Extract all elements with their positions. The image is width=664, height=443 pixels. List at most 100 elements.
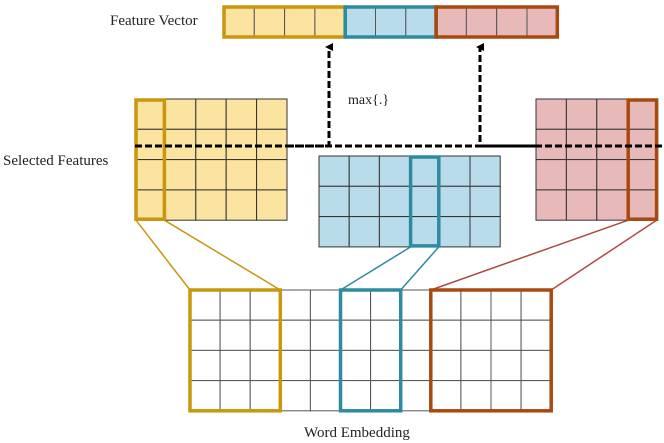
selected-features-label: Selected Features	[3, 153, 109, 169]
feature-map-cell	[596, 128, 628, 161]
word-embedding-cell	[430, 380, 462, 412]
feature-vector-cell	[284, 6, 316, 38]
max-operation-label: max{.}	[348, 93, 389, 108]
connector-lines	[135, 219, 658, 291]
feature-map-cell	[626, 98, 659, 130]
feature-vector-cell	[526, 6, 558, 38]
feature-map-cell	[565, 98, 598, 130]
feature-map-red	[535, 98, 659, 221]
word-embedding-cell	[520, 380, 552, 412]
feature-map-cell	[318, 155, 350, 187]
feature-vector-segment-red	[434, 5, 560, 39]
connector-line-left-red	[430, 219, 629, 291]
word-embedding-cell	[309, 319, 341, 351]
word-embedding-cell	[370, 289, 402, 321]
feature-map-cell	[164, 98, 197, 130]
feature-map-yellow	[134, 98, 288, 221]
word-embedding-cell	[309, 289, 341, 321]
word-embedding-cell	[249, 289, 281, 321]
word-embedding-cell	[219, 289, 251, 321]
connector-line-right-red	[550, 219, 658, 291]
selected-column-highlight	[626, 98, 659, 221]
feature-map-cell	[439, 155, 471, 187]
feature-map-cell	[596, 98, 628, 130]
feature-map-cell	[318, 216, 350, 248]
feature-map-cell	[535, 98, 567, 130]
feature-vector-cell	[496, 6, 528, 38]
feature-vector-cell	[465, 6, 498, 38]
feature-map-cell	[195, 128, 227, 161]
feature-map-cell	[535, 189, 567, 221]
feature-map-cell	[134, 189, 166, 221]
word-embedding-cell	[279, 319, 311, 351]
feature-map-cell	[225, 98, 258, 130]
feature-map-cell	[195, 189, 227, 221]
word-embedding-cell	[400, 380, 432, 412]
word-embedding-cell	[490, 319, 522, 351]
word-embedding-cell	[189, 319, 221, 351]
feature-map-cell	[565, 159, 598, 191]
arrow-to-red-segment	[476, 43, 536, 148]
feature-map-cell	[195, 159, 227, 191]
feature-vector-label: Feature Vector	[110, 13, 198, 29]
word-embedding-cell	[340, 289, 372, 321]
feature-map-cell	[469, 185, 501, 218]
feature-map-cell	[409, 216, 441, 248]
feature-map-cell	[596, 159, 628, 191]
feature-map-cell	[565, 128, 598, 161]
word-embedding-cell	[520, 289, 552, 321]
connector-line-right-blue	[400, 246, 440, 291]
feature-map-cell	[409, 155, 441, 187]
feature-map-cell	[409, 185, 441, 218]
word-embedding-cell	[340, 349, 372, 382]
feature-map-cell	[469, 216, 501, 248]
feature-map-cell	[565, 189, 598, 221]
word-embedding-cell	[460, 380, 492, 412]
feature-map-cell	[134, 159, 166, 191]
feature-map-cell	[256, 159, 288, 191]
connector-line-left-blue	[340, 246, 411, 291]
feature-map-cell	[195, 98, 227, 130]
word-embedding-cell	[400, 319, 432, 351]
word-embedding-cell	[400, 349, 432, 382]
word-embedding-cell	[430, 349, 462, 382]
max-pooling-arrows	[135, 43, 664, 148]
feature-map-cell	[535, 128, 567, 161]
feature-map-cell	[378, 185, 411, 218]
word-embedding-cell	[520, 319, 552, 351]
feature-map-blue	[318, 155, 501, 248]
feature-vector-cell	[435, 6, 467, 38]
word-embedding-cell	[189, 289, 221, 321]
word-embedding-cell	[189, 349, 221, 382]
feature-map-cell	[134, 98, 166, 130]
word-embedding-cell	[490, 289, 522, 321]
word-embedding-cell	[430, 289, 462, 321]
word-embedding-cell	[430, 319, 462, 351]
feature-map-cell	[164, 189, 197, 221]
connector-line-left-yellow	[135, 219, 191, 291]
feature-map-cell	[378, 155, 411, 187]
convolution-window-yellow	[188, 288, 283, 413]
selected-column-highlight	[408, 155, 441, 248]
feature-map-cell	[225, 189, 258, 221]
convolution-window-red	[429, 288, 553, 413]
word-embedding-matrix	[188, 288, 553, 413]
word-embedding-cell	[520, 349, 552, 382]
feature-map-cell	[469, 155, 501, 187]
word-embedding-cell	[370, 319, 402, 351]
word-embedding-cell	[309, 380, 341, 412]
word-embedding-cell	[249, 349, 281, 382]
word-embedding-cell	[460, 289, 492, 321]
feature-map-cell	[256, 189, 288, 221]
feature-map-cell	[256, 128, 288, 161]
feature-map-cell	[535, 159, 567, 191]
feature-map-cell	[626, 159, 659, 191]
word-embedding-cell	[490, 349, 522, 382]
word-embedding-label: Word Embedding	[304, 425, 410, 441]
word-embedding-cell	[219, 349, 251, 382]
word-embedding-cell	[219, 380, 251, 412]
feature-map-cell	[596, 189, 628, 221]
connector-line-right-yellow	[164, 219, 281, 291]
word-embedding-cell	[460, 319, 492, 351]
